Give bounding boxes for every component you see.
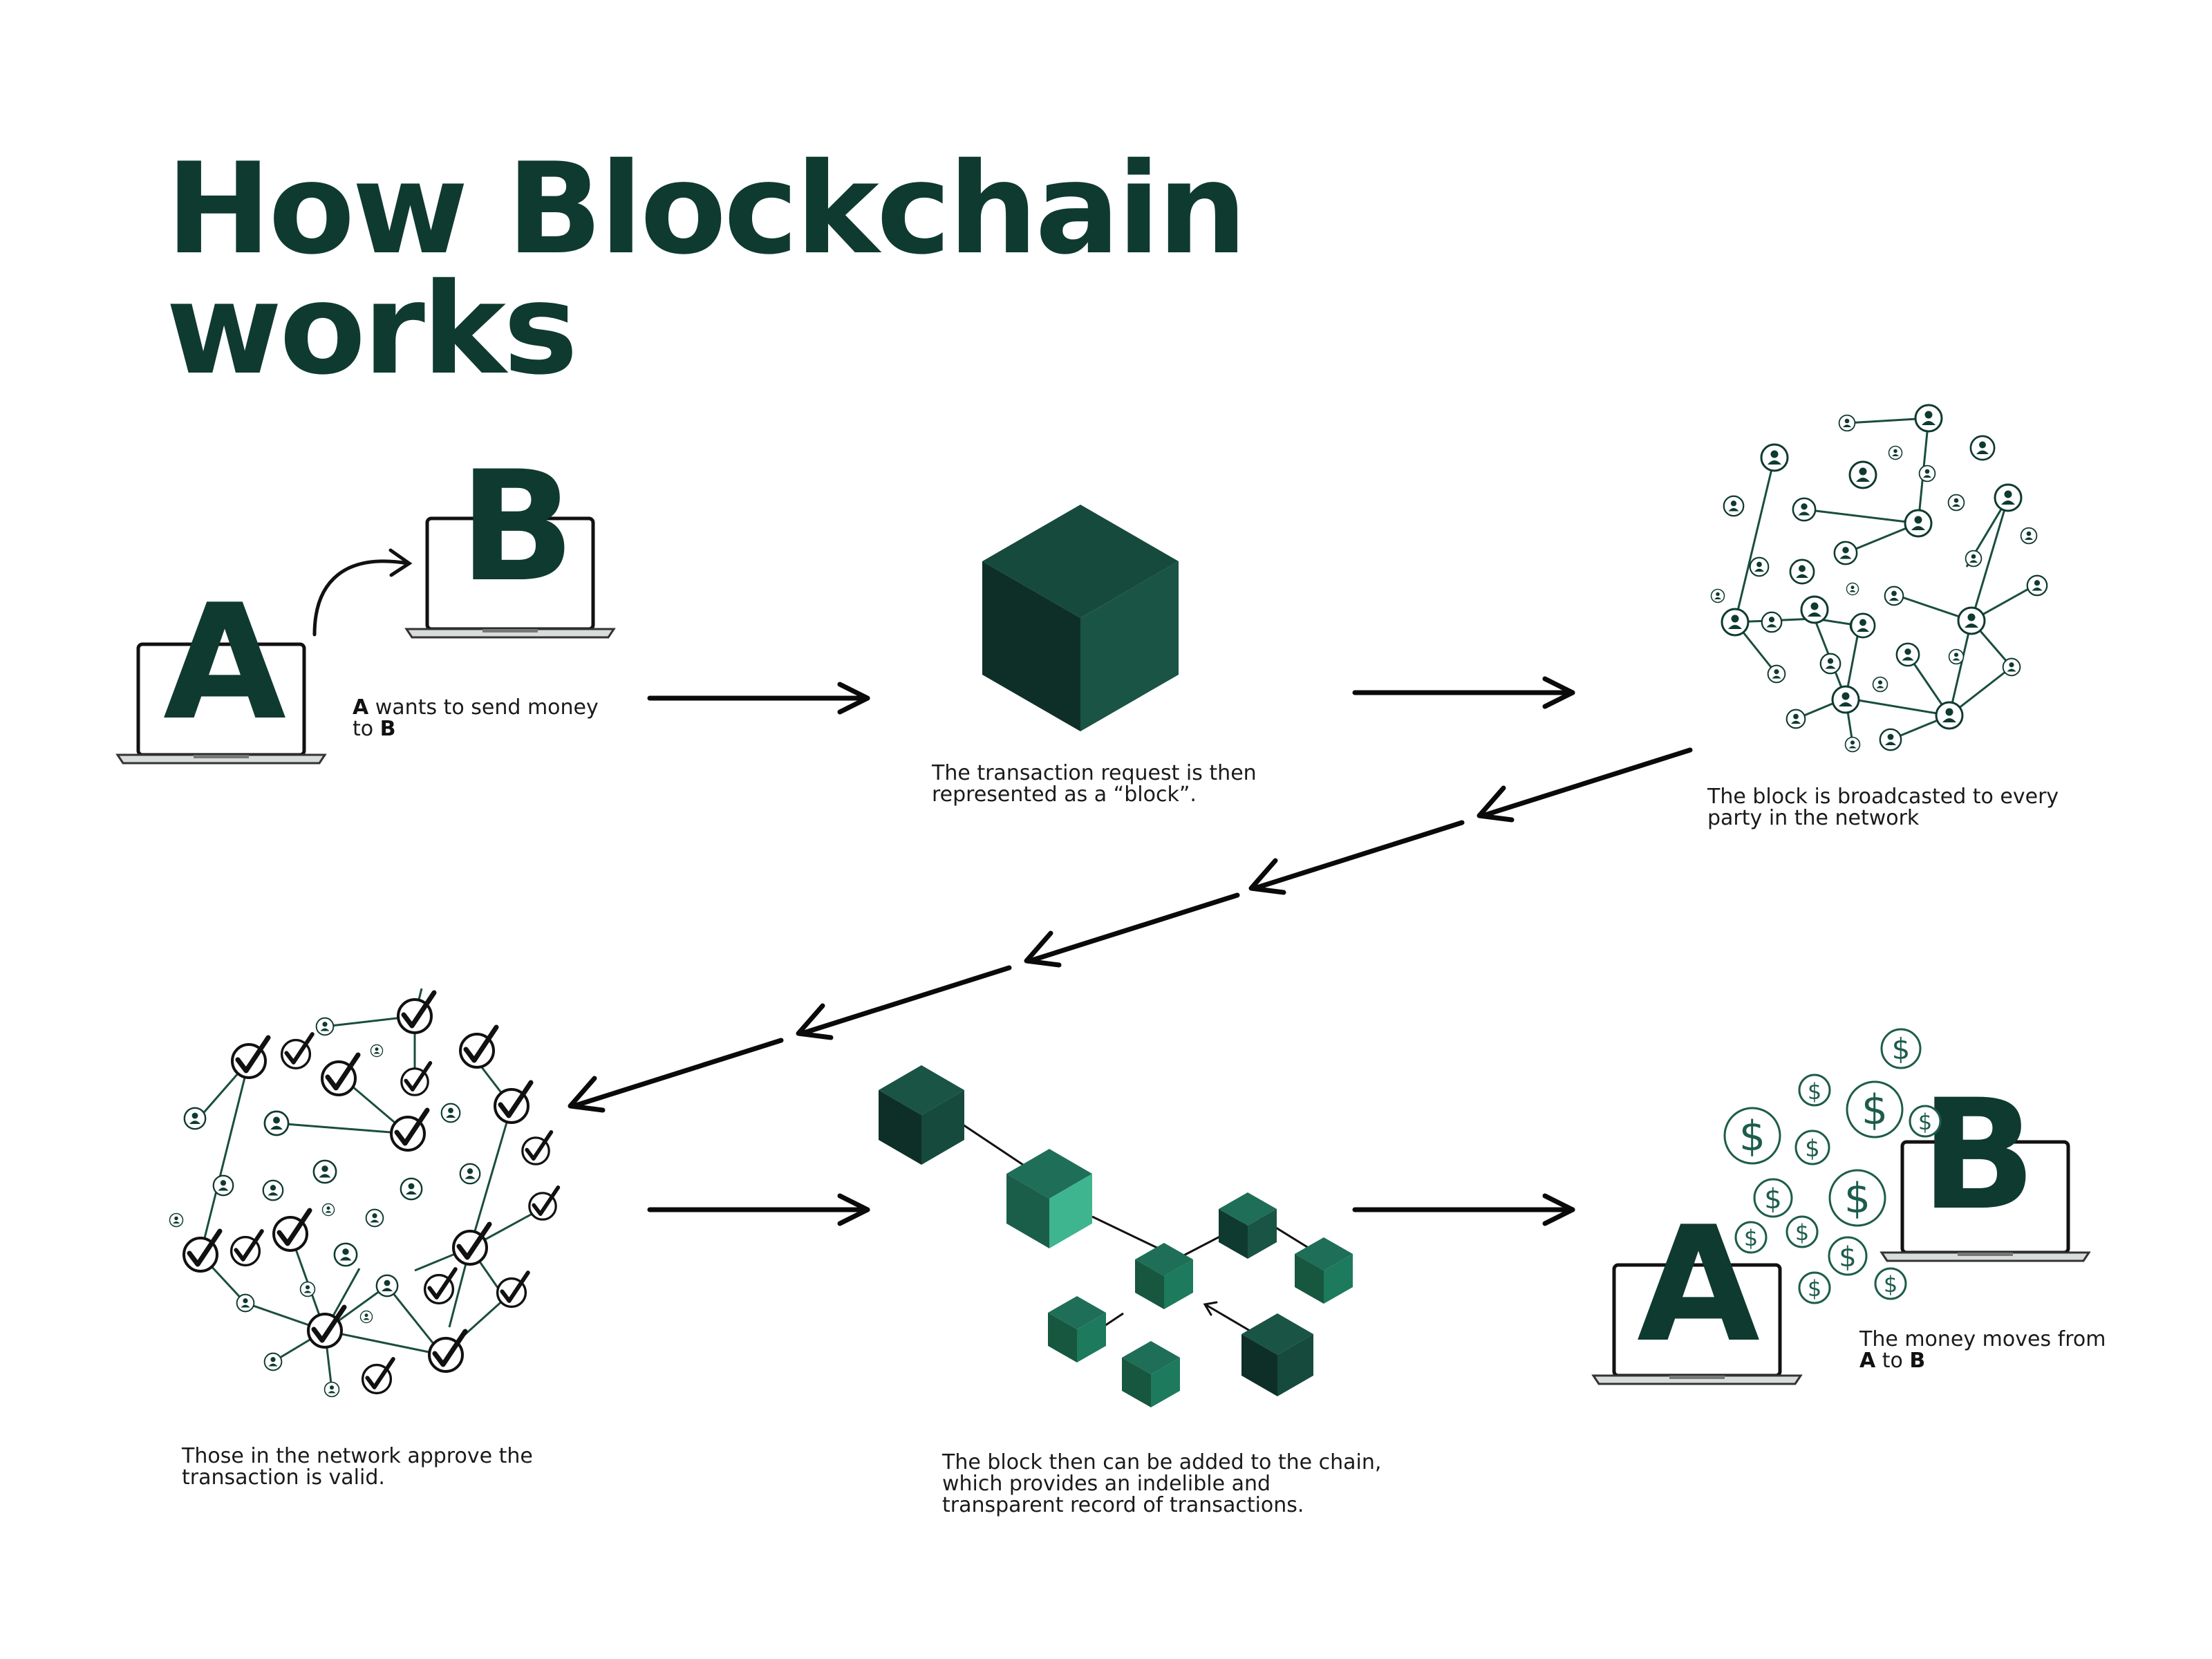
svg-text:$: $: [1918, 1109, 1932, 1135]
svg-text:$: $: [1795, 1219, 1809, 1246]
caption-moves-mid: to: [1875, 1349, 1910, 1373]
svg-text:$: $: [1764, 1183, 1781, 1215]
svg-text:$: $: [1839, 1241, 1856, 1273]
caption-chain-line3: transparent record of transactions.: [942, 1493, 1304, 1517]
svg-text:$: $: [1739, 1112, 1765, 1161]
user-network-icon: [1710, 404, 2048, 753]
laptop-b-letter: B: [459, 438, 575, 615]
caption-send-b: B: [379, 717, 396, 741]
caption-block-line1: The transaction request is then: [932, 761, 1257, 785]
laptop-a-icon: A: [118, 571, 325, 763]
caption-block-line2: represented as a “block”.: [932, 782, 1197, 807]
caption-chain-line1: The block then can be added to the chain…: [942, 1450, 1382, 1474]
laptop-a-final-letter: A: [1637, 1193, 1760, 1378]
svg-text:$: $: [1805, 1135, 1820, 1163]
title-line-2: works: [166, 256, 578, 402]
caption-block: The transaction request is then represen…: [932, 762, 1257, 805]
title-line-1: How Blockchain: [166, 135, 1247, 282]
page-title: How Blockchain works: [166, 135, 1247, 402]
caption-moves-b: B: [1909, 1349, 1926, 1373]
blockchain-icon: [879, 1065, 1353, 1407]
caption-send-a: A: [353, 695, 369, 720]
svg-text:$: $: [1744, 1225, 1758, 1251]
svg-text:$: $: [1892, 1032, 1911, 1066]
approval-network-icon: [169, 988, 559, 1398]
laptop-a-final-icon: A: [1593, 1193, 1801, 1384]
caption-approve-line2: transaction is valid.: [182, 1465, 385, 1490]
checkmark-icon: [232, 1038, 268, 1078]
curved-arrow-icon: [312, 548, 413, 637]
caption-moves-line1: The money moves from: [1859, 1327, 2106, 1351]
caption-broadcast-line1: The block is broadcasted to every: [1707, 785, 2059, 809]
dollar-coins-icon: [1723, 1028, 1942, 1304]
caption-chain-line2: which provides an indelible and: [942, 1472, 1271, 1496]
svg-text:$: $: [1844, 1174, 1871, 1223]
svg-text:$: $: [1808, 1275, 1821, 1302]
svg-text:$: $: [1884, 1271, 1897, 1297]
dollar-symbols: $ $ $ $ $ $ $ $ $ $ $ $ $: [1739, 1032, 1932, 1302]
svg-text:$: $: [1862, 1086, 1888, 1134]
caption-send-text2: to: [353, 717, 380, 741]
block-cube-icon: [982, 505, 1179, 731]
caption-send: A wants to send money to B: [353, 697, 599, 740]
caption-chain: The block then can be added to the chain…: [942, 1452, 1381, 1516]
caption-approve: Those in the network approve the transac…: [182, 1445, 533, 1488]
caption-broadcast-line2: party in the network: [1707, 806, 1920, 830]
laptop-b-final-letter: B: [1920, 1067, 2036, 1244]
caption-moves-a: A: [1859, 1349, 1876, 1373]
laptop-b-final-icon: B: [1882, 1067, 2089, 1261]
caption-moves: The money moves from A to B: [1859, 1329, 2106, 1371]
laptop-b-icon: B: [406, 438, 614, 637]
svg-text:$: $: [1808, 1078, 1821, 1105]
caption-send-text1: wants to send money: [368, 695, 599, 720]
laptop-a-letter: A: [163, 571, 286, 756]
caption-broadcast: The block is broadcasted to every party …: [1707, 786, 2059, 829]
arrow-icon: [568, 676, 1693, 1226]
caption-approve-line1: Those in the network approve the: [182, 1444, 533, 1468]
